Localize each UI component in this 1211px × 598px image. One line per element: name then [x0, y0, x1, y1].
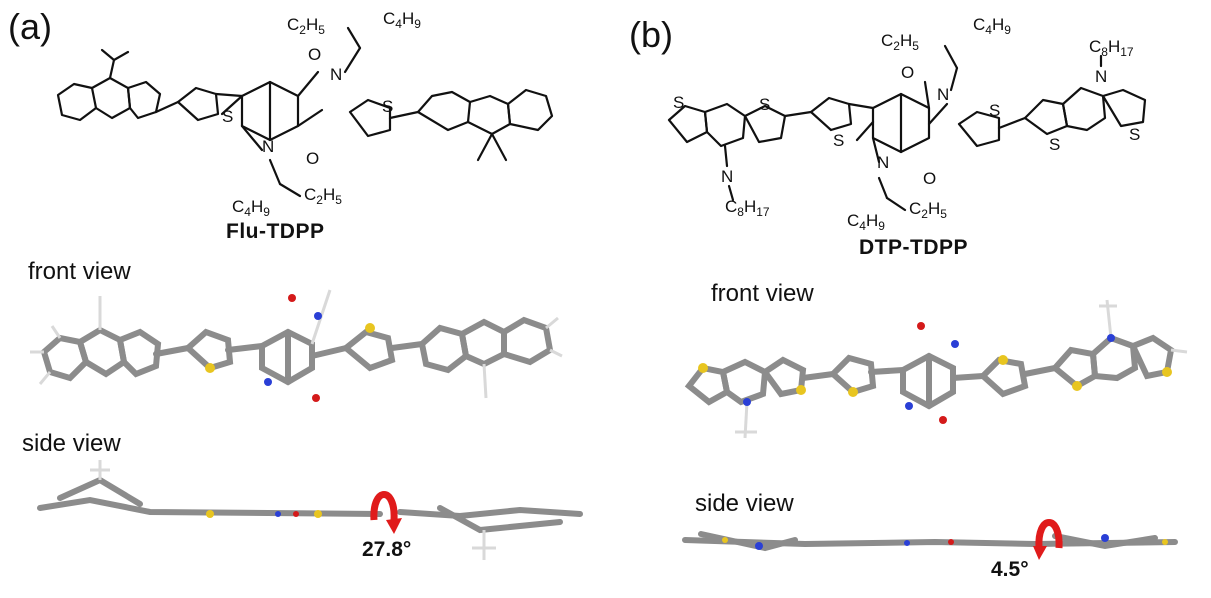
left-dtp-unit: S S N [667, 93, 813, 202]
nitrogen-atom: N [937, 85, 949, 104]
sulfur-atom: S [1049, 135, 1060, 154]
right-dtp-unit: S S N [1023, 54, 1147, 154]
dtp-tdpp-front-view [684, 299, 1188, 439]
oxygen-atom: O [306, 149, 319, 168]
dpp-core: O N N O [220, 26, 362, 198]
front-view-label-a: front view [28, 258, 131, 285]
right-thiophene: S [348, 97, 420, 138]
butyl-label: C4H9 [973, 15, 1011, 37]
sulfur-atom: S [222, 107, 233, 126]
flu-tdpp-front-view [30, 289, 563, 402]
ethyl-label: C2H5 [287, 15, 325, 37]
butyl-label: C4H9 [383, 9, 421, 31]
left-fluorene [56, 48, 180, 122]
dpp-core-b: O N N O [855, 44, 959, 212]
butyl-label: C4H9 [847, 211, 885, 233]
nitrogen-atom: N [262, 137, 274, 156]
ethyl-label: C2H5 [304, 185, 342, 207]
dtp-tdpp-structure: S S N S O N N O [667, 15, 1147, 233]
front-view-label-b: front view [711, 280, 814, 307]
nitrogen-atom: N [721, 167, 733, 186]
molecule-name-b: DTP-TDPP [859, 236, 968, 259]
left-thiophene: S [176, 86, 244, 126]
panel-b-label: (b) [629, 14, 673, 55]
panel-b: (b) S S N S [605, 0, 1210, 598]
twist-angle-a: 27.8° [362, 538, 412, 561]
dtp-tdpp-side-view [682, 519, 1178, 560]
nitrogen-atom: N [330, 65, 342, 84]
sulfur-atom: S [673, 93, 684, 112]
right-fluorene [416, 88, 554, 162]
side-view-label-a: side view [22, 430, 121, 457]
oxygen-atom: O [308, 45, 321, 64]
sulfur-atom: S [989, 101, 1000, 120]
ethyl-label: C2H5 [909, 199, 947, 221]
panel-a: (a) S [0, 0, 605, 598]
flu-tdpp-structure: S O N N O [56, 9, 554, 219]
panel-a-label: (a) [8, 6, 52, 47]
nitrogen-atom: N [1095, 67, 1107, 86]
side-view-label-b: side view [695, 490, 794, 517]
twist-angle-b: 4.5° [991, 558, 1029, 581]
sulfur-atom: S [759, 95, 770, 114]
sulfur-atom: S [382, 97, 393, 116]
sulfur-atom: S [1129, 125, 1140, 144]
ethyl-label: C2H5 [881, 31, 919, 53]
flu-tdpp-side-view [37, 460, 583, 560]
nitrogen-atom: N [877, 153, 889, 172]
oxygen-atom: O [923, 169, 936, 188]
butyl-label: C4H9 [232, 197, 270, 219]
sulfur-atom: S [833, 131, 844, 150]
left-thiophene-b [809, 96, 853, 132]
oxygen-atom: O [901, 63, 914, 82]
molecule-name-a: Flu-TDPP [226, 220, 325, 243]
